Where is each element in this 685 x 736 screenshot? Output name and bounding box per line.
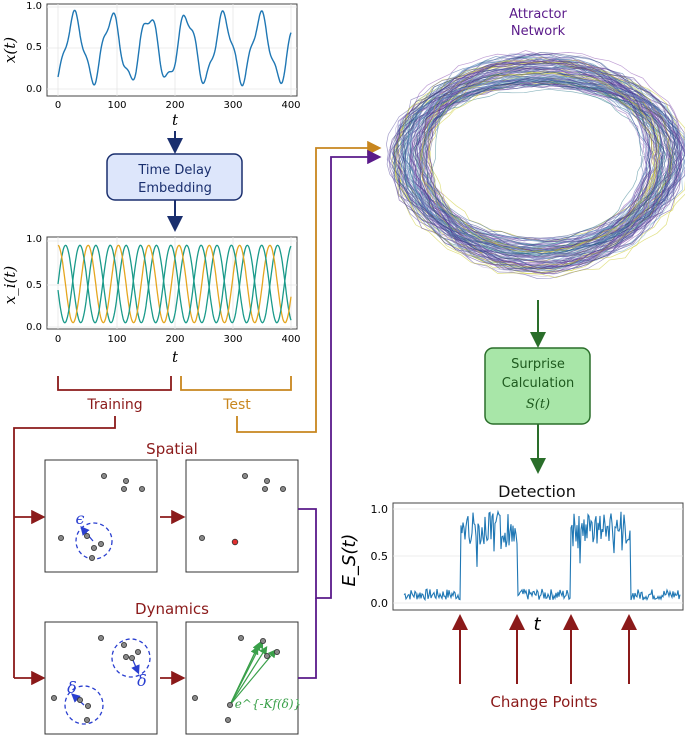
detection-title: Detection bbox=[498, 482, 576, 501]
delta-label-1: δ bbox=[137, 671, 147, 690]
mid-series-3 bbox=[57, 244, 292, 324]
mid-xtick-300: 300 bbox=[223, 334, 242, 345]
det-ytick-05: 0.5 bbox=[371, 550, 389, 563]
attractor-trajectory bbox=[411, 58, 672, 274]
spatial-panel-right bbox=[185, 459, 299, 573]
model-flow-line bbox=[298, 149, 382, 599]
attractor-trajectory bbox=[392, 71, 685, 254]
top-plot-frame bbox=[46, 3, 298, 97]
mid-ytick-05: 0.5 bbox=[26, 280, 42, 291]
top-ytick-05: 0.5 bbox=[26, 42, 42, 53]
mid-series-1 bbox=[57, 244, 292, 324]
top-xlabel: t bbox=[172, 111, 179, 129]
attractor-trajectory bbox=[410, 82, 658, 252]
dynamics-panel-right: e^{-Kf(δ)} bbox=[185, 621, 301, 735]
mid-ytick-1: 1.0 bbox=[26, 234, 42, 245]
attractor-trajectory bbox=[423, 81, 648, 251]
dynamics-left-points bbox=[51, 635, 141, 724]
spatial-panel-left: ϵ bbox=[44, 459, 158, 573]
embedding-line2: Embedding bbox=[138, 181, 212, 196]
training-bracket bbox=[57, 376, 172, 391]
mid-xlabel: t bbox=[172, 348, 179, 366]
dynamics-panel-left: δ δ bbox=[44, 621, 158, 735]
top-xtick-200: 200 bbox=[165, 100, 184, 111]
top-xtick-100: 100 bbox=[107, 100, 126, 111]
detection-plot: 1.0 0.5 0.0 E_S(t) t bbox=[339, 502, 684, 635]
top-xtick-400: 400 bbox=[281, 100, 300, 111]
spatial-left-points bbox=[58, 472, 145, 562]
attractor-trajectory bbox=[422, 83, 667, 242]
epsilon-label: ϵ bbox=[76, 509, 85, 528]
mid-xtick-200: 200 bbox=[165, 334, 184, 345]
mid-xtick-0: 0 bbox=[55, 334, 61, 345]
change-points-label: Change Points bbox=[490, 693, 597, 711]
top-ylabel: x(t) bbox=[1, 37, 19, 63]
detection-series bbox=[403, 509, 681, 602]
det-ytick-0: 0.0 bbox=[371, 597, 389, 610]
detection-xlabel: t bbox=[533, 614, 541, 635]
top-xtick-0: 0 bbox=[55, 100, 61, 111]
surprise-line1: Surprise bbox=[511, 357, 565, 372]
mid-ytick-0: 0.0 bbox=[26, 322, 42, 333]
transition-arrows bbox=[229, 639, 277, 706]
attractor-trajectory bbox=[387, 78, 685, 258]
detection-ylabel: E_S(t) bbox=[339, 534, 360, 587]
top-ytick-0: 0.0 bbox=[26, 84, 42, 95]
test-bracket bbox=[180, 376, 292, 391]
attractor-title-2: Network bbox=[511, 24, 566, 39]
embedding-line1: Time Delay bbox=[137, 163, 212, 178]
attractor-trajectory bbox=[399, 65, 677, 256]
attractor-trajectory bbox=[394, 60, 673, 268]
attractor-title-1: Attractor bbox=[509, 7, 567, 22]
embedding-box: Time Delay Embedding bbox=[106, 153, 243, 201]
attractor-trajectory bbox=[402, 74, 674, 263]
mid-ylabel: x_i(t) bbox=[1, 266, 19, 305]
dynamics-flow-line bbox=[298, 598, 317, 679]
attractor-trajectory bbox=[416, 81, 663, 249]
delta-circle-2 bbox=[64, 685, 104, 725]
mid-plot: 1.0 0.5 0.0 0 100 200 300 400 t x_i(t) bbox=[1, 234, 301, 366]
attractor-network bbox=[386, 50, 685, 279]
delta-circle-1 bbox=[111, 638, 151, 678]
transition-formula: e^{-Kf(δ)} bbox=[235, 697, 301, 711]
dynamics-title: Dynamics bbox=[135, 600, 209, 618]
attractor-trajectory bbox=[416, 60, 658, 269]
attractor-trajectory bbox=[427, 71, 659, 254]
attractor-trajectory bbox=[392, 50, 685, 267]
top-xtick-300: 300 bbox=[223, 100, 242, 111]
surprise-line3: S(t) bbox=[526, 397, 550, 412]
test-label: Test bbox=[222, 397, 251, 413]
spatial-right-points bbox=[198, 472, 286, 542]
change-point-arrows bbox=[452, 614, 637, 684]
top-ytick-1: 1.0 bbox=[26, 1, 42, 12]
spatial-new-point bbox=[231, 538, 239, 546]
surprise-line2: Calculation bbox=[502, 376, 575, 391]
surprise-box: Surprise Calculation S(t) bbox=[484, 347, 591, 425]
attractor-trajectory bbox=[386, 60, 685, 264]
spatial-title: Spatial bbox=[146, 440, 198, 458]
top-plot: 1.0 0.5 0.0 0 100 200 300 400 t x(t) bbox=[1, 1, 301, 129]
training-flow-line bbox=[13, 416, 116, 678]
mid-xtick-100: 100 bbox=[107, 334, 126, 345]
det-ytick-1: 1.0 bbox=[371, 503, 389, 516]
attractor-trajectory bbox=[423, 80, 665, 248]
dynamics-right-points bbox=[191, 635, 280, 724]
mid-xtick-400: 400 bbox=[281, 334, 300, 345]
attractor-trajectory bbox=[401, 57, 685, 262]
training-label: Training bbox=[86, 397, 142, 413]
test-flow-line bbox=[236, 140, 382, 433]
top-plot-series bbox=[57, 9, 292, 87]
delta-label-2: δ bbox=[67, 678, 77, 697]
mid-series-2 bbox=[57, 244, 292, 324]
attractor-trajectory bbox=[410, 64, 659, 258]
